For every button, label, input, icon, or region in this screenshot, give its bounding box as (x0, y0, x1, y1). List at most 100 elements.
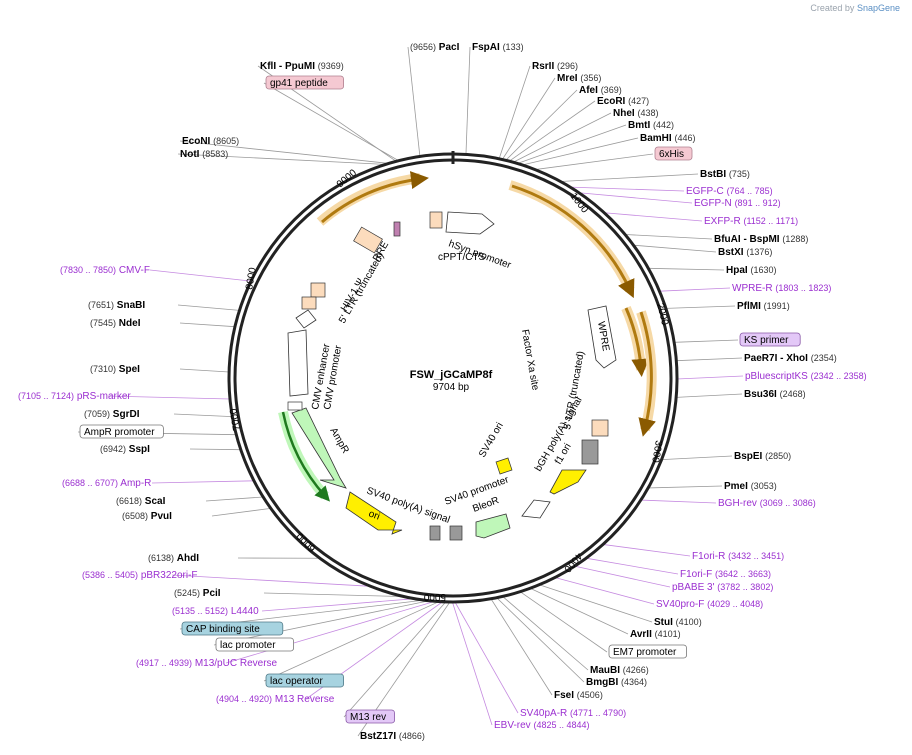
site-name-noti: NotI (180, 149, 200, 160)
site-fsei: FseI (4506) (554, 690, 603, 701)
site-name-ebvrev: EBV-rev (494, 720, 531, 731)
site-pos-pbr322orif: (5386 .. 5405) (82, 570, 138, 580)
leader-bfuai (624, 234, 713, 240)
leader-scai (205, 496, 264, 502)
site-name-scai: ScaI (145, 496, 166, 507)
site-name-m13reverse: M13 Reverse (275, 694, 335, 705)
site-pos-fsei: (4506) (577, 690, 603, 700)
site-name-sv40par: SV40pA-R (520, 708, 567, 719)
site-pos-cmvf: (7830 .. 7850) (60, 265, 116, 275)
leader-sgrdi (173, 413, 233, 417)
tag-box-his6 (654, 146, 693, 161)
site-label-sv40par: SV40pA-R (4771 .. 4790) (520, 708, 626, 719)
site-pos-egfpn: (891 .. 912) (735, 198, 781, 208)
site-name-nhei: NheI (613, 108, 635, 119)
site-egfpc: EGFP-C (764 .. 785) (686, 186, 773, 197)
site-snabi: (7651) SnaBI (88, 300, 145, 311)
site-label-stui: StuI (4100) (654, 617, 702, 628)
feature-arc-green-line (281, 411, 330, 502)
site-maubi: MauBI (4266) (590, 665, 649, 676)
site-name-m13puc: M13/pUC Reverse (195, 658, 278, 669)
feature-arrow-f1ori (549, 469, 587, 495)
feature-box-cppt (429, 211, 443, 229)
site-label-snabi: (7651) SnaBI (88, 300, 145, 311)
site-avrii: AvrII (4101) (630, 629, 681, 640)
site-name-f1orir: F1ori-R (692, 551, 725, 562)
site-label-sv40prof: SV40pro-F (4029 .. 4048) (656, 599, 763, 610)
site-label-wprer: WPRE-R (1803 .. 1823) (732, 283, 831, 294)
site-lacoperator: lac operator (265, 673, 344, 688)
site-pos-bmti: (442) (653, 120, 674, 130)
leader-bstbi (560, 173, 699, 182)
site-pos-bstz17i: (4866) (399, 731, 425, 741)
site-m13puc: (4917 .. 4939) M13/pUC Reverse (136, 658, 278, 669)
site-pos-l4440: (5135 .. 5152) (172, 606, 228, 616)
feature-label-ampr: AmpR (327, 426, 350, 456)
site-name-bstxi: BstXI (718, 247, 744, 258)
site-pos-bamhi: (446) (674, 133, 695, 143)
site-label-sgrdi: (7059) SgrDI (84, 409, 140, 420)
site-bsu36i: Bsu36I (2468) (744, 389, 806, 400)
leader-ndei (179, 322, 235, 328)
site-bstxi: BstXI (1376) (718, 247, 772, 258)
site-label-ecori: EcoRI (427) (597, 96, 649, 107)
site-label-pflmi: PflMI (1991) (737, 301, 790, 312)
site-bfuai: BfuAI - BspMI (1288) (714, 234, 808, 245)
feature-arc-orange-a (321, 171, 429, 224)
leader-afei (505, 89, 578, 161)
leader-m13puc (225, 600, 436, 664)
site-pos-econi: (8605) (213, 136, 239, 146)
site-label-kfli: KflI - PpuMI (9369) (260, 61, 344, 72)
site-name-ndei: NdeI (119, 318, 141, 329)
tag-box-lacoperator (265, 673, 344, 688)
tag-label-lacoperator: lac operator (270, 676, 323, 687)
site-name-bstz17i: BstZ17I (360, 731, 396, 742)
site-pos-spei: (7310) (90, 364, 116, 374)
site-amprpromoter: AmpR promoter (79, 424, 164, 439)
site-pos-f1orir: (3432 .. 3451) (728, 551, 784, 561)
tag-box-gp41 (265, 75, 344, 90)
site-name-sspi: SspI (129, 444, 150, 455)
site-pos-prsmarker: (7105 .. 7124) (18, 391, 74, 401)
site-econi: EcoNI (8605) (182, 136, 239, 147)
site-name-sv40prof: SV40pro-F (656, 599, 704, 610)
site-pos-hpai: (1630) (750, 265, 776, 275)
leader-nhei (512, 112, 612, 163)
site-ampr_primer: (6688 .. 6707) Amp-R (62, 478, 151, 489)
site-bmti: BmtI (442) (628, 120, 674, 131)
leader-f1orir (602, 544, 691, 557)
site-pos-sv40par: (4771 .. 4790) (570, 708, 626, 718)
site-name-wprer: WPRE-R (732, 283, 773, 294)
site-pos-sv40prof: (4029 .. 4048) (707, 599, 763, 609)
site-label-pbabe3: pBABE 3' (3782 .. 3802) (672, 582, 773, 593)
site-m13reverse: (4904 .. 4920) M13 Reverse (216, 694, 335, 705)
feature-arc-hsyn-region (316, 173, 421, 226)
site-pos-bspei: (2850) (765, 451, 791, 461)
site-name-fspai: FspAI (472, 42, 500, 53)
leader-pflmi (665, 305, 736, 309)
feature-box-ltr-b (301, 296, 317, 310)
site-label-bstxi: BstXI (1376) (718, 247, 772, 258)
site-egfpn: EGFP-N (891 .. 912) (694, 198, 781, 209)
leader-bghrev (640, 499, 717, 504)
site-pos-pflmi: (1991) (764, 301, 790, 311)
ruler-label-8000: 8000 (244, 266, 259, 290)
site-pos-exfpr: (1152 .. 1171) (743, 216, 798, 226)
site-sgrdi: (7059) SgrDI (84, 409, 140, 420)
site-pos-afei: (369) (601, 85, 622, 95)
snapgene-credit: Created by SnapGene (810, 3, 900, 13)
site-pos-mrei: (356) (580, 73, 601, 83)
leader-fspai (465, 46, 471, 155)
site-pos-snabi: (7651) (88, 300, 114, 310)
site-name-l4440: L4440 (231, 606, 259, 617)
site-pbr322orif: (5386 .. 5405) pBR322ori-F (82, 570, 198, 581)
leader-bsu36i (676, 393, 743, 398)
site-label-m13reverse: (4904 .. 4920) M13 Reverse (216, 694, 335, 705)
plasmid-size: 9704 bp (433, 382, 470, 393)
site-name-cmvf: CMV-F (119, 265, 150, 276)
site-bstbi: BstBI (735) (700, 169, 750, 180)
site-rsrii: RsrII (296) (532, 61, 578, 72)
site-name-spei: SpeI (119, 364, 140, 375)
site-sv40prof: SV40pro-F (4029 .. 4048) (656, 599, 763, 610)
site-name-stui: StuI (654, 617, 673, 628)
